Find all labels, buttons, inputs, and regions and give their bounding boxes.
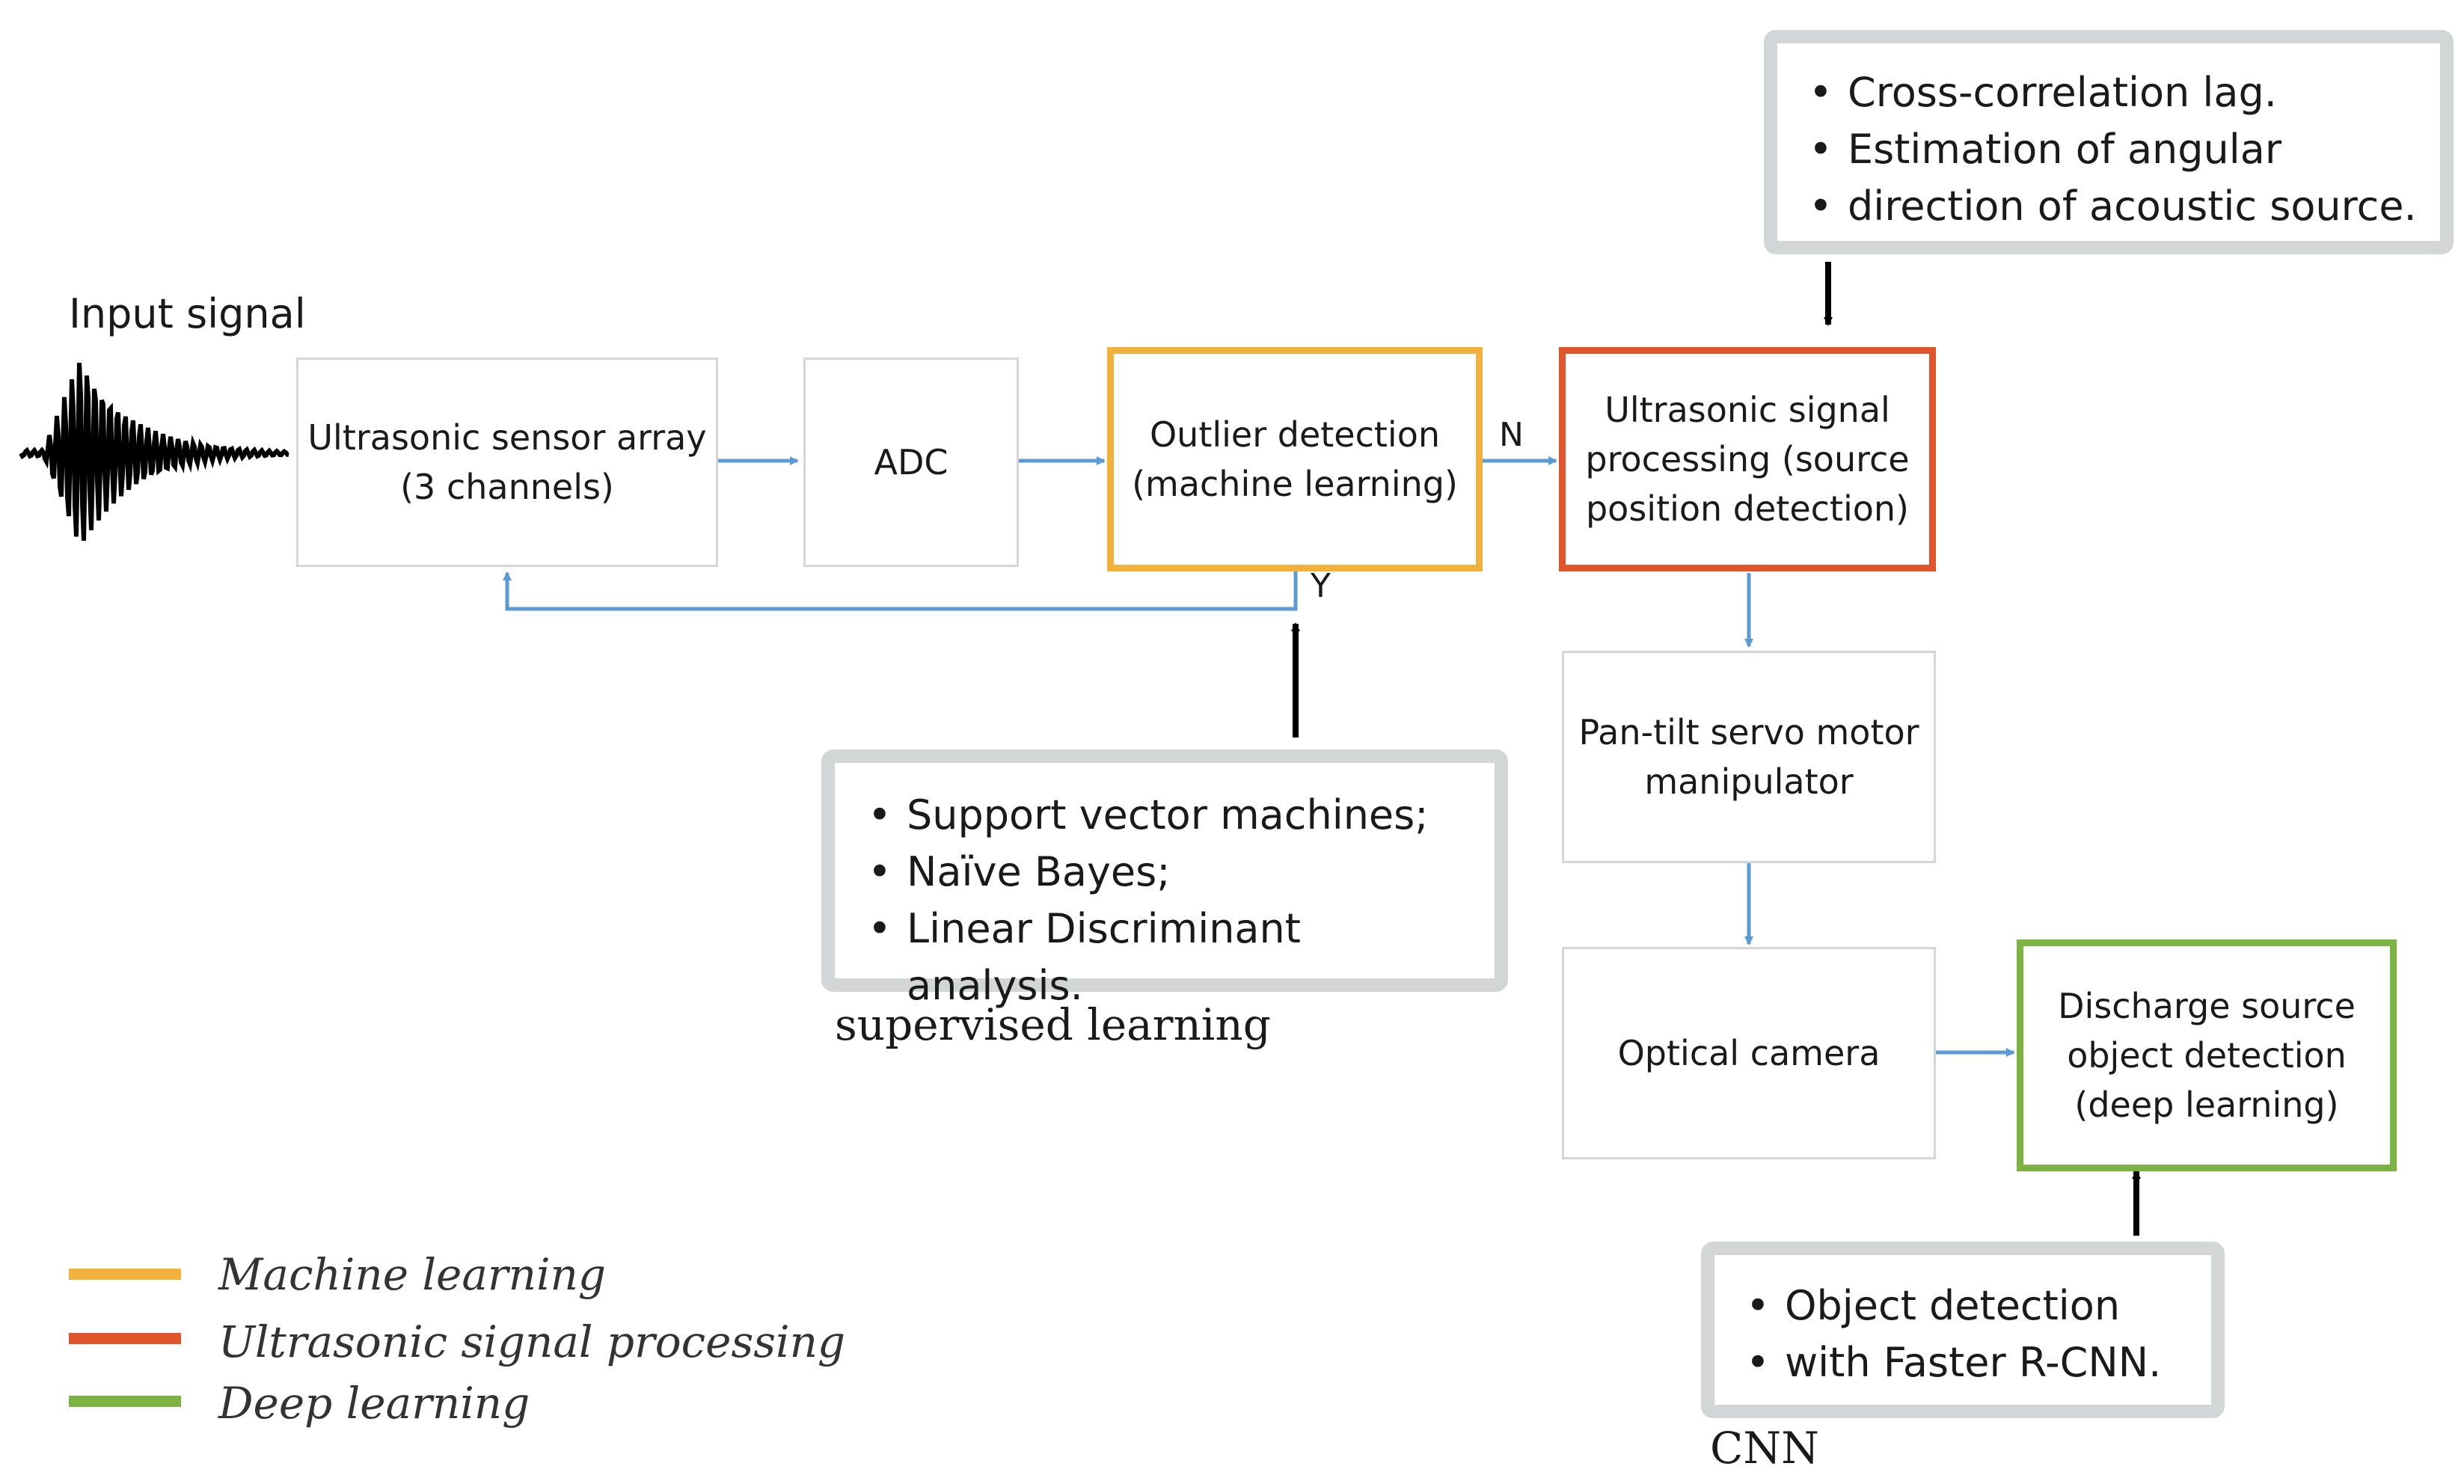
outlier-line-2: (machine learning): [1132, 464, 1458, 504]
pan-tilt-line-2: manipulator: [1644, 761, 1854, 802]
adc-box: ADC: [803, 358, 1019, 567]
note-item-svm: Support vector machines;: [868, 787, 1480, 844]
legend-label-ultrasonic: Ultrasonic signal processing: [218, 1316, 846, 1367]
legend-swatch-ultrasonic: [69, 1333, 181, 1344]
supervised-learning-note: Support vector machines; Naïve Bayes; Li…: [821, 749, 1508, 1009]
optical-camera-box: Optical camera: [1562, 947, 1936, 1159]
note-item-faster-rcnn: with Faster R-CNN.: [1746, 1334, 2196, 1391]
cnn-note: Object detection with Faster R-CNN.: [1701, 1242, 2225, 1418]
sensor-array-line-2: (3 channels): [400, 467, 614, 507]
sensor-array-line-1: Ultrasonic sensor array: [307, 417, 707, 458]
sensor-array-box: Ultrasonic sensor array (3 channels): [296, 358, 718, 567]
optical-camera-label: Optical camera: [1617, 1033, 1881, 1073]
usp-line-2: processing (source: [1585, 439, 1910, 479]
cnn-note-list: Object detection with Faster R-CNN.: [1746, 1278, 2196, 1391]
pan-tilt-box: Pan-tilt servo motor manipulator: [1562, 651, 1936, 863]
usp-line-1: Ultrasonic signal: [1605, 390, 1890, 430]
legend-swatch-machine-learning: [69, 1269, 181, 1280]
cross-correlation-note-list: Cross-correlation lag. Estimation of ang…: [1809, 64, 2422, 235]
branch-label-n: N: [1499, 416, 1524, 454]
ultrasonic-processing-box: Ultrasonic signal processing (source pos…: [1559, 347, 1936, 571]
note-item-naive-bayes: Naïve Bayes;: [868, 844, 1480, 901]
note-item-cross-correlation: Cross-correlation lag.: [1809, 64, 2422, 121]
branch-label-y: Y: [1311, 567, 1331, 605]
outlier-line-1: Outlier detection: [1149, 414, 1441, 455]
note-item-faster-rcnn-text: with Faster R-CNN.: [1785, 1339, 2162, 1386]
input-signal-label: Input signal: [69, 290, 306, 337]
note-item-object-detection: Object detection: [1746, 1278, 2196, 1334]
note-item-lda: Linear Discriminant analysis.: [868, 901, 1480, 1014]
usp-line-3: position detection): [1585, 488, 1909, 529]
legend-label-machine-learning: Machine learning: [218, 1249, 607, 1300]
arrow-outlier-feedback: [503, 568, 1298, 611]
legend-swatch-deep-learning: [69, 1396, 181, 1407]
discharge-line-2: object detection: [2067, 1035, 2347, 1076]
adc-label: ADC: [874, 442, 948, 482]
legend-label-deep-learning: Deep learning: [218, 1378, 530, 1429]
supervised-note-list: Support vector machines; Naïve Bayes; Li…: [868, 787, 1480, 1014]
cross-correlation-note: Cross-correlation lag. Estimation of ang…: [1764, 30, 2454, 254]
discharge-detection-box: Discharge source object detection (deep …: [2017, 939, 2397, 1171]
discharge-line-3: (deep learning): [2074, 1085, 2339, 1125]
input-waveform: [19, 362, 289, 542]
supervised-learning-caption: supervised learning: [835, 999, 1271, 1050]
discharge-line-1: Discharge source: [2058, 986, 2356, 1026]
note-item-angular: Estimation of angular: [1809, 121, 2422, 178]
cnn-caption: CNN: [1710, 1423, 1819, 1474]
note-item-direction: direction of acoustic source.: [1809, 178, 2422, 235]
pan-tilt-line-1: Pan-tilt servo motor: [1578, 712, 1919, 752]
outlier-detection-box: Outlier detection (machine learning): [1107, 347, 1483, 571]
